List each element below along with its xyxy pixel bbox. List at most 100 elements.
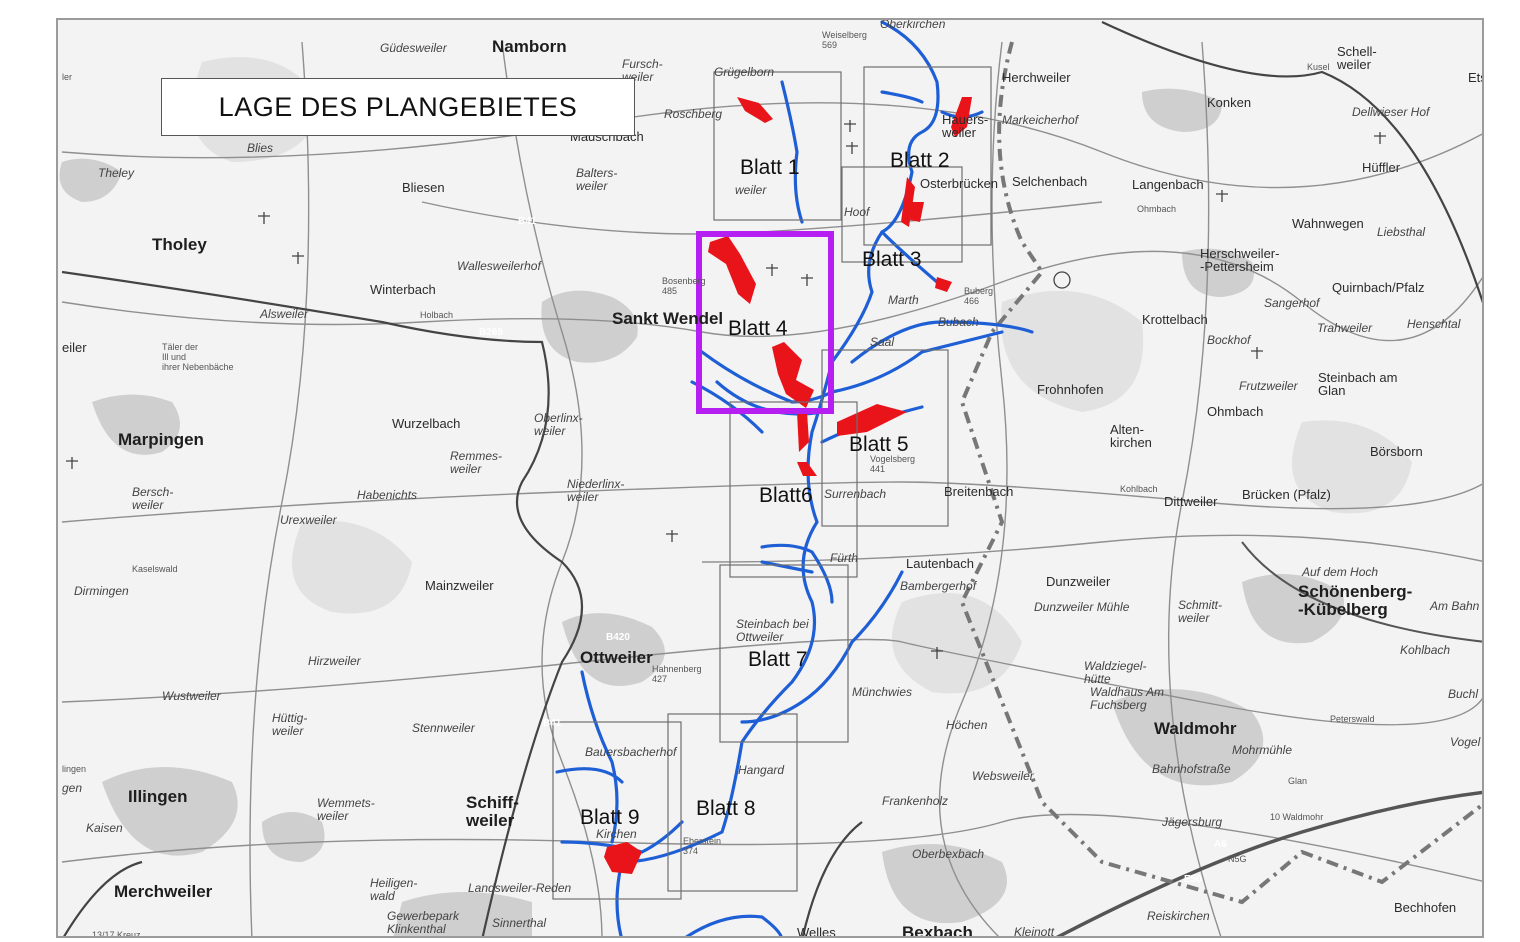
frame-blatt-2 <box>863 66 992 246</box>
place-breitenbach: Breitenbach <box>944 484 1013 499</box>
sheet-label-blatt-2[interactable]: Blatt 2 <box>890 149 950 172</box>
place-schellweiler: Schell-weiler <box>1336 44 1377 72</box>
place-osterbruecken: Osterbrücken <box>920 176 998 191</box>
place-bauersbacherhof: Bauersbacherhof <box>585 745 678 759</box>
place-selchenbach: Selchenbach <box>1012 174 1087 189</box>
place-n5g: N5G <box>1228 854 1247 864</box>
place-bubach: Bubach <box>938 315 979 329</box>
place-bockhof: Bockhof <box>1207 333 1252 347</box>
place-muenchwies: Münchwies <box>852 685 912 699</box>
map-title: LAGE DES PLANGEBIETES <box>161 78 635 136</box>
place-b269: B269 <box>479 327 503 338</box>
sheet-label-blatt-6[interactable]: Blatt6 <box>759 484 813 507</box>
place-alsweiler: Alsweiler <box>259 307 309 321</box>
place-markeicherhof: Markeicherhof <box>1002 113 1080 127</box>
place-tholey: Tholey <box>152 235 207 254</box>
place-joegersburg: Jägersburg <box>1161 815 1222 829</box>
sheet-label-blatt-5[interactable]: Blatt 5 <box>849 433 909 456</box>
forest-areas <box>192 57 1412 694</box>
place-etsch: Etsch <box>1468 70 1484 85</box>
place-hoof: Hoof <box>844 205 871 219</box>
place-wurzelbach: Wurzelbach <box>392 416 460 431</box>
sheet-label-blatt-1[interactable]: Blatt 1 <box>740 156 800 179</box>
place-hauersweiler: Hauers-weiler <box>941 112 988 140</box>
place-trahweiler: Trahweiler <box>1317 321 1373 335</box>
place-hirzweiler: Hirzweiler <box>308 654 362 668</box>
place-winterbach: Winterbach <box>370 282 436 297</box>
place-b41b: B41 <box>543 718 562 729</box>
sheet-label-blatt-9[interactable]: Blatt 9 <box>580 806 640 829</box>
place-marth: Marth <box>888 293 919 307</box>
place-reiskirchen: Reiskirchen <box>1147 909 1210 923</box>
place-bambergerhof: Bambergerhof <box>900 579 978 593</box>
place-frohnhofen: Frohnhofen <box>1037 382 1104 397</box>
sheet-label-blatt-4[interactable]: Blatt 4 <box>728 317 788 340</box>
place-herchweiler: Herchweiler <box>1002 70 1071 85</box>
place-boersborn: Börsborn <box>1370 444 1423 459</box>
sheet-label-blatt-3[interactable]: Blatt 3 <box>862 248 922 271</box>
place-mohrmuehle: Mohrmühle <box>1232 743 1292 757</box>
place-weiler: weiler <box>735 183 767 197</box>
place-oberbexbach: Oberbexbach <box>912 847 984 861</box>
place-wallesweilerhof: Wallesweilerhof <box>457 259 542 273</box>
place-konken: Konken <box>1207 95 1251 110</box>
place-bliesen: Bliesen <box>402 180 445 195</box>
frame-blatt-5 <box>821 349 949 527</box>
place-sinnerthal: Sinnerthal <box>492 916 546 930</box>
place-waldmohr: Waldmohr <box>1154 719 1237 738</box>
place-wemmetsweiler: Wemmets-weiler <box>317 796 375 823</box>
place-quirnbach: Quirnbach/Pfalz <box>1332 280 1425 295</box>
place-lingen: lingen <box>62 764 86 774</box>
railways <box>61 21 1482 936</box>
place-kohlbach-river: Kohlbach <box>1120 484 1158 494</box>
place-auf-dem-hoch: Auf dem Hoch <box>1301 565 1378 579</box>
place-hueffler: Hüffler <box>1362 160 1401 175</box>
place-berschweiler: Bersch-weiler <box>132 485 173 512</box>
place-schoenenberg: Schönenberg--Kübelberg <box>1298 582 1412 619</box>
place-eiler: eiler <box>62 340 87 355</box>
place-a6: A6 <box>1214 839 1227 850</box>
place-kirchen: Kirchen <box>596 827 637 841</box>
topographic-map[interactable]: Blatt 1 Blatt 2 Blatt 3 Blatt 4 Blatt 5 … <box>58 20 1484 938</box>
sheet-label-blatt-8[interactable]: Blatt 8 <box>696 797 756 820</box>
place-heiligenwald: Heiligen-wald <box>370 876 417 903</box>
map-frame: Blatt 1 Blatt 2 Blatt 3 Blatt 4 Blatt 5 … <box>56 18 1484 938</box>
place-bechhofen: Bechhofen <box>1394 900 1456 915</box>
roads <box>61 41 1482 936</box>
place-roschberg: Roschberg <box>664 107 722 121</box>
place-ohmbach: Ohmbach <box>1207 404 1263 419</box>
place-kreuz: 13/17 Kreuz <box>92 930 141 938</box>
place-marpingen: Marpingen <box>118 430 204 449</box>
place-habenichts: Habenichts <box>357 488 417 502</box>
place-dittweiler: Dittweiler <box>1164 494 1218 509</box>
place-kleinott: Kleinott <box>1014 925 1055 938</box>
place-hoechen: Höchen <box>946 718 988 732</box>
place-waldziegelhuette: Waldziegel-hütte <box>1084 659 1146 686</box>
place-illingen: Illingen <box>128 787 188 806</box>
place-frutzweiler: Frutzweiler <box>1239 379 1299 393</box>
settlement-areas <box>59 88 1344 936</box>
sheet-labels: Blatt 1 Blatt 2 Blatt 3 Blatt 4 Blatt 5 … <box>580 149 950 829</box>
place-gen: gen <box>62 781 82 795</box>
place-glan: Glan <box>1288 776 1307 786</box>
place-surrenbach: Surrenbach <box>824 487 886 501</box>
place-ler: ler <box>62 72 72 82</box>
place-wustweiler: Wustweiler <box>162 689 222 703</box>
sheet-label-blatt-7[interactable]: Blatt 7 <box>748 648 808 671</box>
place-e50: E50 <box>1184 874 1202 885</box>
map-symbols <box>66 120 1386 659</box>
plan-areas <box>604 97 972 874</box>
place-henschtal: Henschtal <box>1407 317 1461 331</box>
frame-blatt-8 <box>667 713 798 892</box>
place-oberkirchen: Oberkirchen <box>880 20 946 31</box>
place-stennweiler: Stennweiler <box>412 721 476 735</box>
place-bahnhofstrasse: Bahnhofstraße <box>1152 762 1231 776</box>
